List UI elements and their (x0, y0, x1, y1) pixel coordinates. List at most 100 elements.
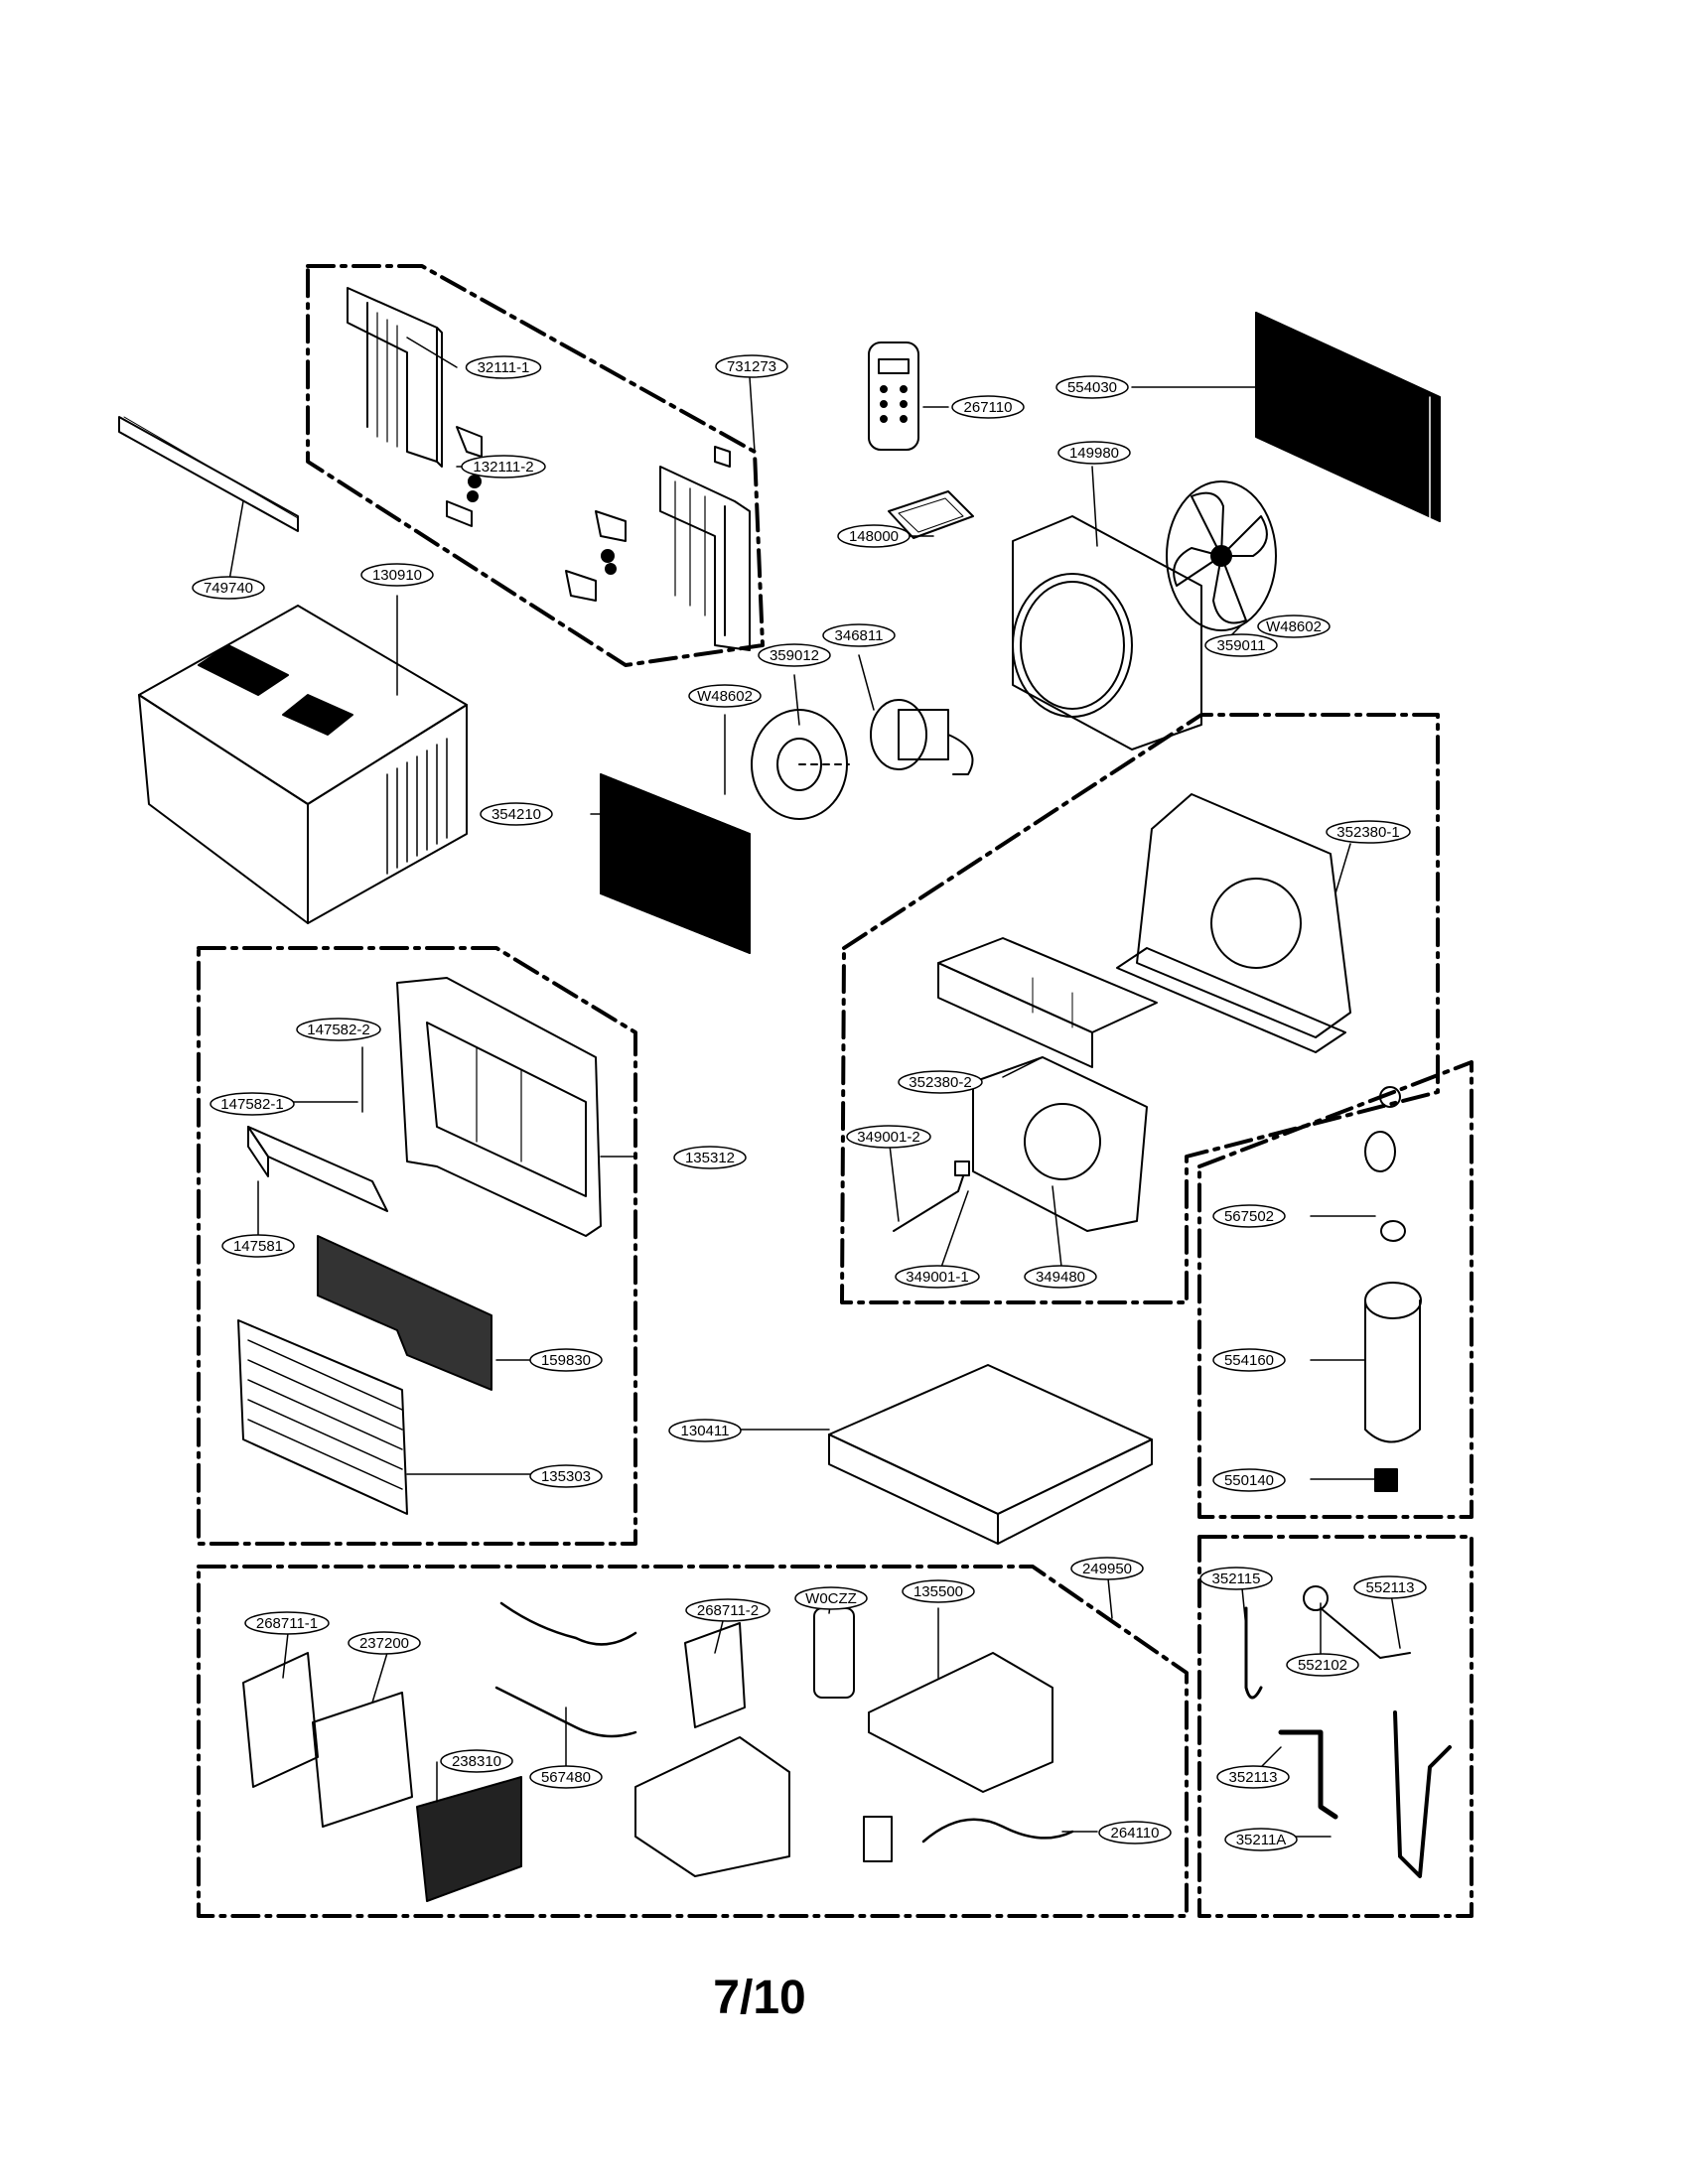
compressor (1364, 1086, 1422, 1492)
callout-oval (1353, 1575, 1427, 1599)
part-number-label: 550140 (1224, 1472, 1274, 1489)
part-number-callout: 268711-1 (244, 1611, 330, 1635)
boundary-refrigerant-tubing (1197, 1535, 1474, 1918)
air-guide-assembly (1116, 793, 1351, 1053)
control-box (937, 937, 1158, 1068)
callout-oval (1070, 1557, 1144, 1580)
callout-oval (794, 1586, 868, 1610)
callout-oval (465, 355, 542, 379)
callout-oval (210, 1092, 295, 1116)
callout-oval (1212, 1348, 1286, 1372)
part-number-label: 135500 (913, 1583, 963, 1600)
front-grille (237, 1319, 408, 1515)
part-number-label: 352113 (1229, 1769, 1278, 1786)
part-number-callout: 554160 (1212, 1348, 1286, 1372)
thermistor-assembly (893, 1160, 970, 1232)
callout-oval (244, 1611, 330, 1635)
air-louver (247, 1126, 388, 1212)
part-number-callout: 130411 (668, 1419, 742, 1442)
part-number-label: 135312 (685, 1150, 735, 1166)
part-number-label: W48602 (697, 688, 753, 705)
callout-oval (837, 524, 911, 548)
part-number-label: 135303 (541, 1468, 591, 1485)
indoor-blower-wheel (751, 709, 850, 820)
part-number-label: 359012 (770, 647, 819, 664)
part-number-label: 35211A (1236, 1832, 1287, 1848)
part-number-label: 264110 (1111, 1825, 1160, 1842)
part-number-callout: 352113 (1216, 1765, 1290, 1789)
part-number-callout: W48602 (1257, 614, 1331, 638)
boundary-compressor (1197, 1060, 1474, 1519)
part-number-label: 149980 (1069, 445, 1119, 462)
part-number-callout: 147582-2 (296, 1018, 381, 1041)
part-number-callout: 135500 (902, 1579, 975, 1603)
part-number-callout: 554030 (1055, 375, 1129, 399)
part-number-label: 132111-2 (473, 459, 533, 476)
part-number-label: 352115 (1212, 1570, 1261, 1587)
callout-oval (221, 1234, 295, 1258)
callout-oval (673, 1146, 747, 1169)
part-number-callout: 346811 (822, 623, 896, 647)
part-number-label: 249950 (1082, 1561, 1132, 1577)
part-number-callout: 132111-2 (461, 455, 546, 478)
callout-oval (846, 1125, 931, 1149)
air-filter (317, 1235, 492, 1391)
part-number-label: 159830 (541, 1352, 591, 1369)
callout-oval (360, 563, 434, 587)
callout-oval (296, 1018, 381, 1041)
callout-oval (898, 1070, 983, 1094)
callout-oval (1212, 1468, 1286, 1492)
part-number-callout: 349001-1 (895, 1265, 980, 1289)
fan-shroud (1012, 515, 1202, 751)
part-number-callout: 147582-1 (210, 1092, 295, 1116)
part-number-callout: 268711-2 (685, 1598, 771, 1622)
callout-oval (480, 802, 553, 826)
part-number-label: 749740 (204, 580, 253, 597)
callout-oval (1024, 1265, 1097, 1289)
boundary-electrical (197, 1565, 1189, 1918)
part-number-callout: 32111-1 (465, 355, 542, 379)
part-number-callout: 349001-2 (846, 1125, 931, 1149)
part-number-label: W0CZZ (805, 1590, 857, 1607)
part-number-callout: 35211A (1224, 1828, 1298, 1851)
part-number-label: 349001-2 (857, 1129, 919, 1146)
callout-oval (895, 1265, 980, 1289)
part-number-label: 268711-1 (256, 1615, 318, 1632)
part-number-label: 349001-1 (906, 1269, 968, 1286)
remote-control (868, 341, 919, 451)
part-number-callout: 238310 (440, 1749, 513, 1773)
evaporator-coil (600, 773, 751, 954)
part-number-label: 352380-2 (909, 1074, 971, 1091)
callout-oval (1204, 633, 1278, 657)
part-number-label: W48602 (1266, 618, 1322, 635)
part-number-callout: 148000 (837, 524, 911, 548)
refrigerant-tubing (1244, 1585, 1452, 1878)
electrical-components (242, 1601, 1074, 1902)
part-number-label: 349480 (1036, 1269, 1085, 1286)
part-number-callout: 130910 (360, 563, 434, 587)
cabinet (138, 605, 468, 924)
callout-oval (688, 684, 762, 708)
part-number-callout: 359012 (758, 643, 831, 667)
part-number-label: 148000 (849, 528, 899, 545)
part-number-label: 268711-2 (697, 1602, 759, 1619)
callout-oval (1286, 1653, 1359, 1677)
callout-oval (192, 576, 265, 600)
part-number-callout: 552102 (1286, 1653, 1359, 1677)
page-number: 7/10 (713, 1972, 806, 2024)
part-number-callout: 731273 (715, 354, 788, 378)
part-number-callout: 147581 (221, 1234, 295, 1258)
front-panel (396, 977, 602, 1237)
part-number-callout: 149980 (1057, 441, 1131, 465)
part-number-label: 147582-2 (307, 1022, 369, 1038)
part-number-callout: W0CZZ (794, 1586, 868, 1610)
callout-oval (715, 354, 788, 378)
part-number-label: 237200 (359, 1635, 409, 1652)
callout-oval (1326, 820, 1411, 844)
part-number-label: 554030 (1067, 379, 1117, 396)
part-number-callout: 352115 (1199, 1567, 1273, 1590)
condenser-coil (1255, 312, 1441, 522)
part-number-label: 267110 (964, 399, 1013, 416)
part-number-label: 567502 (1224, 1208, 1274, 1225)
